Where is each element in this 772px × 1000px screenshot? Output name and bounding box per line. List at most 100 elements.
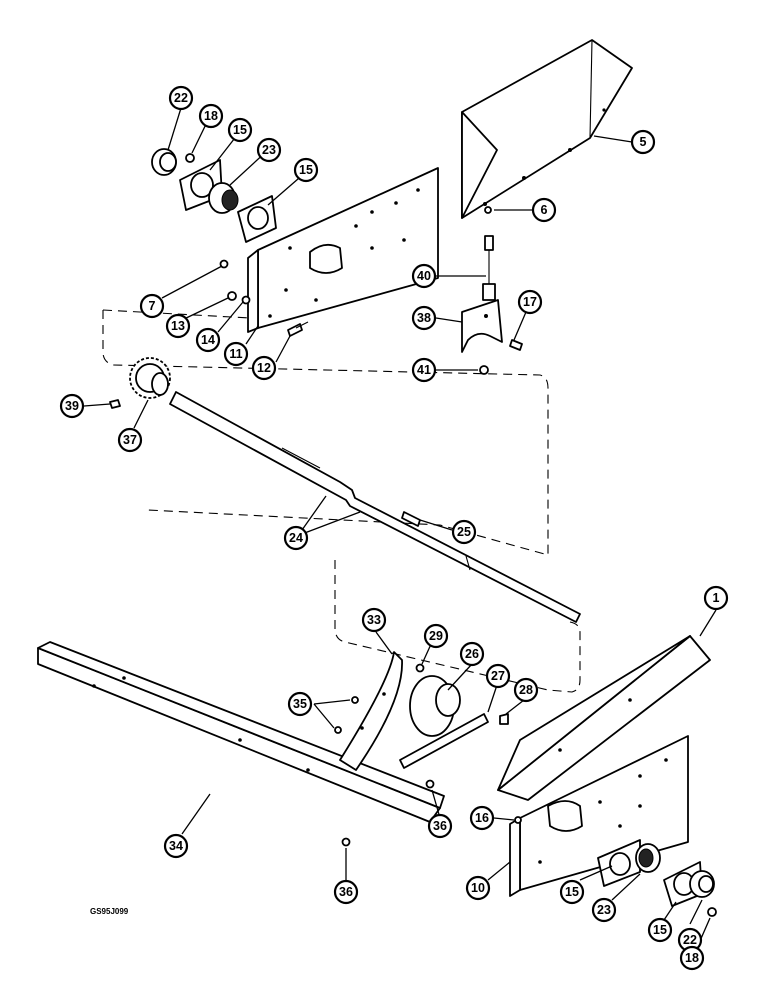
callout-15-bot-b: 15 xyxy=(647,917,673,943)
svg-text:23: 23 xyxy=(262,143,276,157)
bolt-part-12 xyxy=(287,321,309,337)
svg-text:34: 34 xyxy=(169,839,183,853)
callout-36-bot: 36 xyxy=(333,879,359,905)
svg-text:27: 27 xyxy=(491,669,505,683)
lower-assembly-dash-outline xyxy=(334,560,581,693)
callout-22-top: 22 xyxy=(168,85,194,111)
hopper-part-5 xyxy=(461,39,633,219)
callout-36-mid: 36 xyxy=(427,813,453,839)
key-part-25 xyxy=(401,511,421,527)
collar-part-22-top xyxy=(151,148,177,176)
callout-33: 33 xyxy=(361,607,387,633)
callout-39: 39 xyxy=(59,393,85,419)
svg-text:1: 1 xyxy=(713,591,720,605)
svg-text:26: 26 xyxy=(465,647,479,661)
bolt-part-29 xyxy=(415,663,425,673)
bolt-part-17 xyxy=(509,339,523,351)
shield-part-33 xyxy=(339,651,403,771)
bolt-part-28 xyxy=(499,713,509,725)
svg-text:37: 37 xyxy=(123,433,137,447)
callout-23-top: 23 xyxy=(256,137,282,163)
bolt-part-16 xyxy=(514,816,522,824)
callout-29: 29 xyxy=(423,623,449,649)
callout-15-bot-a: 15 xyxy=(559,879,585,905)
upper-assembly-dash-top xyxy=(102,309,251,319)
callout-15-top-b: 15 xyxy=(293,157,319,183)
bolt-part-6 xyxy=(484,206,492,214)
svg-text:5: 5 xyxy=(640,135,647,149)
callout-34: 34 xyxy=(163,833,189,859)
callout-10: 10 xyxy=(465,875,491,901)
callout-27: 27 xyxy=(485,663,511,689)
svg-text:15: 15 xyxy=(653,923,667,937)
flange-part-15-top-b xyxy=(237,195,277,243)
callout-5: 5 xyxy=(630,129,656,155)
svg-text:41: 41 xyxy=(417,363,431,377)
svg-text:18: 18 xyxy=(685,951,699,965)
callout-28: 28 xyxy=(513,677,539,703)
svg-text:6: 6 xyxy=(541,203,548,217)
svg-text:24: 24 xyxy=(289,531,303,545)
svg-text:39: 39 xyxy=(65,399,79,413)
svg-text:33: 33 xyxy=(367,613,381,627)
callout-25: 25 xyxy=(451,519,477,545)
sprocket-part-37 xyxy=(129,357,171,399)
callout-38: 38 xyxy=(411,305,437,331)
callout-14: 14 xyxy=(195,327,221,353)
callout-24: 24 xyxy=(283,525,309,551)
nut-part-18-bot xyxy=(707,907,717,917)
bearing-part-23-top xyxy=(208,182,239,214)
bearing-part-26 xyxy=(409,675,461,737)
callout-7: 7 xyxy=(139,293,165,319)
nut-part-7 xyxy=(219,259,229,269)
callout-35: 35 xyxy=(287,691,313,717)
svg-text:15: 15 xyxy=(233,123,247,137)
shaft-part-24 xyxy=(169,391,581,623)
side-plate-part-11 xyxy=(247,167,439,333)
collar-part-22-bot xyxy=(689,870,715,898)
bar-part-27 xyxy=(399,713,489,769)
svg-text:18: 18 xyxy=(204,109,218,123)
sensor-part-40 xyxy=(482,235,496,301)
svg-text:29: 29 xyxy=(429,629,443,643)
bolts-part-35 xyxy=(334,696,359,734)
svg-text:38: 38 xyxy=(417,311,431,325)
callout-15-top-a: 15 xyxy=(227,117,253,143)
svg-text:36: 36 xyxy=(339,885,353,899)
svg-text:7: 7 xyxy=(149,299,156,313)
callout-18-bot: 18 xyxy=(679,945,705,971)
svg-text:40: 40 xyxy=(417,269,431,283)
flange-part-15-bot-b xyxy=(663,861,703,907)
nut-part-36-mid xyxy=(425,779,435,789)
bracket-part-38 xyxy=(461,299,503,353)
svg-text:23: 23 xyxy=(597,903,611,917)
cover-part-34 xyxy=(37,641,445,823)
svg-text:16: 16 xyxy=(475,811,489,825)
callout-1: 1 xyxy=(703,585,729,611)
callout-18-top: 18 xyxy=(198,103,224,129)
svg-text:15: 15 xyxy=(299,163,313,177)
svg-text:36: 36 xyxy=(433,819,447,833)
nut-part-13 xyxy=(227,291,237,301)
svg-text:14: 14 xyxy=(201,333,215,347)
svg-text:15: 15 xyxy=(565,885,579,899)
svg-text:22: 22 xyxy=(683,933,697,947)
callout-41: 41 xyxy=(411,357,437,383)
set-screw-part-39 xyxy=(109,399,121,409)
svg-text:10: 10 xyxy=(471,881,485,895)
callout-13: 13 xyxy=(165,313,191,339)
svg-text:28: 28 xyxy=(519,683,533,697)
callout-40: 40 xyxy=(411,263,437,289)
callout-12: 12 xyxy=(251,355,277,381)
bolt-part-36-bot xyxy=(341,837,351,847)
callout-16: 16 xyxy=(469,805,495,831)
svg-text:11: 11 xyxy=(229,347,242,361)
svg-text:13: 13 xyxy=(171,319,185,333)
svg-text:17: 17 xyxy=(523,295,537,309)
callout-6: 6 xyxy=(531,197,557,223)
callout-26: 26 xyxy=(459,641,485,667)
bearing-part-23-bot xyxy=(635,843,661,873)
svg-text:22: 22 xyxy=(174,91,188,105)
washer-part-14 xyxy=(241,295,251,305)
nut-part-41 xyxy=(479,365,489,375)
